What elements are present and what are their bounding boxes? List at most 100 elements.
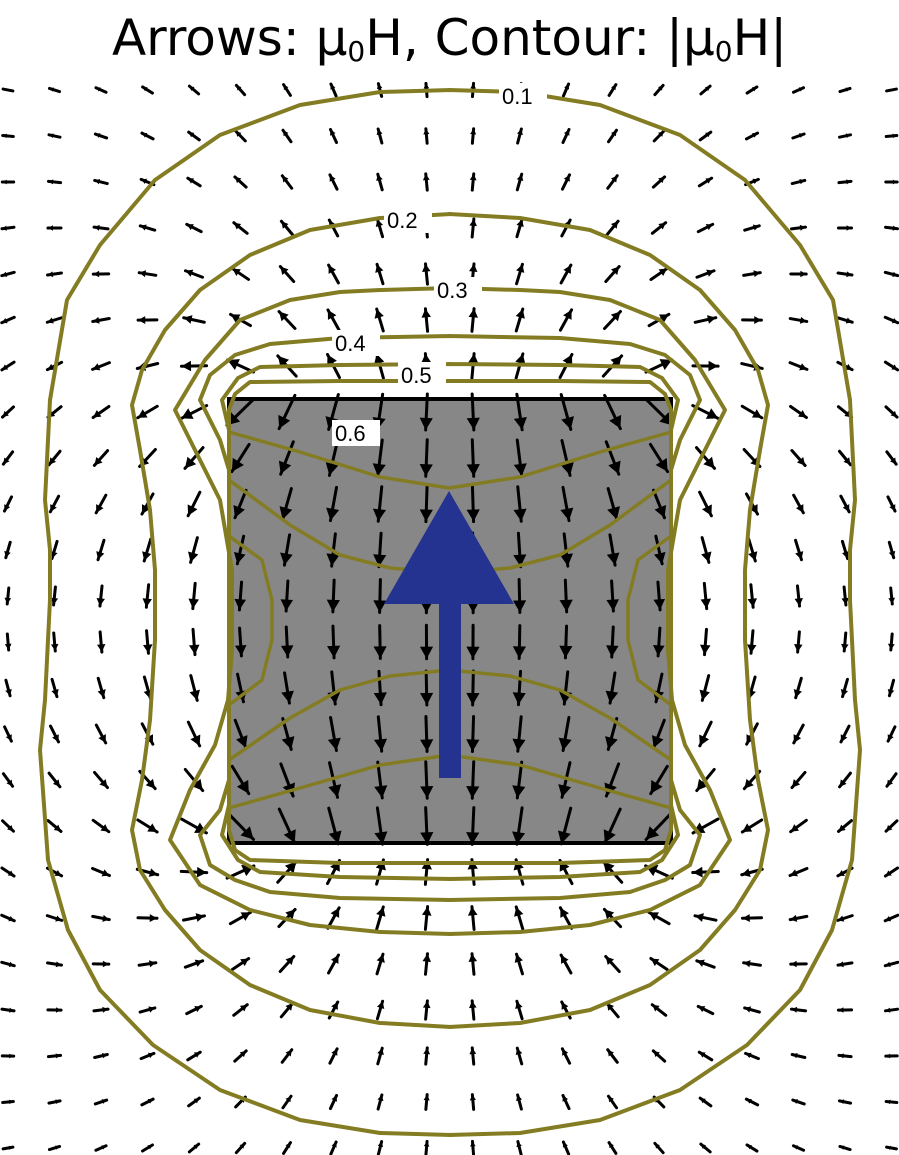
field-arrow-head: [838, 961, 844, 968]
field-arrow-head: [234, 176, 242, 184]
field-arrow-head: [51, 689, 59, 697]
contour-line: [198, 334, 702, 902]
field-arrow-head: [423, 1141, 430, 1147]
title-subscript-1: 0: [347, 35, 366, 68]
field-arrow-head: [327, 309, 337, 320]
field-arrow-head: [658, 268, 668, 277]
field-arrow-head: [49, 87, 54, 92]
field-arrow-head: [466, 692, 480, 705]
field-arrow-head: [55, 915, 62, 922]
field-arrow-head: [374, 353, 385, 365]
field-arrow-head: [743, 960, 751, 968]
field-arrow-head: [4, 550, 11, 558]
field-arrow-head: [559, 599, 573, 612]
field-arrow-head: [196, 866, 207, 878]
field-arrow-head: [374, 785, 388, 798]
field-arrow-head: [330, 129, 336, 136]
field-arrow-head: [886, 1099, 891, 1105]
field-arrow-head: [280, 599, 294, 611]
field-arrow-head: [185, 269, 194, 277]
field-arrow-head: [466, 785, 480, 799]
contour-label-background: [332, 420, 380, 446]
field-arrow-head: [700, 1144, 707, 1150]
field-arrow-head: [467, 906, 478, 916]
field-arrow-head: [96, 551, 105, 560]
field-arrow-head: [468, 953, 478, 962]
field-arrow-head: [189, 689, 200, 701]
field-arrow-head: [285, 1142, 291, 1149]
field-arrow-head: [515, 309, 525, 319]
field-arrow-head: [331, 1002, 338, 1010]
contour-label-background: [434, 277, 482, 303]
field-arrow-head: [94, 179, 101, 185]
field-arrow-head: [420, 832, 434, 845]
field-arrow-head: [331, 1095, 337, 1102]
contour-lines: [38, 88, 862, 1137]
field-arrow-head: [181, 408, 194, 419]
field-arrow-head: [376, 174, 383, 182]
field-arrow-head: [100, 824, 109, 832]
field-arrow-head: [230, 314, 241, 323]
field-arrow-head: [423, 1047, 431, 1055]
field-arrow-head: [513, 508, 527, 522]
field-arrow-head: [792, 1099, 798, 1104]
field-arrow-head: [699, 734, 710, 746]
field-arrow-head: [887, 688, 895, 696]
field-arrow-head: [658, 131, 664, 137]
field-arrow-head: [423, 1094, 430, 1101]
field-arrow-head: [885, 870, 892, 876]
field-arrow-head: [885, 1053, 891, 1059]
field-arrow-head: [141, 178, 148, 185]
field-arrow-head: [517, 128, 523, 136]
field-arrow-head: [188, 551, 199, 563]
field-arrow-head: [790, 960, 797, 968]
field-arrow-head: [231, 457, 244, 472]
field-arrow-head: [887, 643, 895, 651]
field-arrow-head: [329, 174, 336, 182]
field-arrow-head: [839, 1145, 845, 1150]
field-arrow-head: [793, 689, 802, 698]
field-arrow-head: [283, 829, 296, 843]
field-arrow-head: [280, 266, 289, 276]
field-arrow-head: [795, 504, 804, 513]
field-arrow-head: [792, 1052, 798, 1059]
field-arrow-head: [605, 956, 615, 966]
field-arrow-head: [193, 1098, 200, 1104]
field-arrow-head: [466, 646, 480, 659]
field-arrow-head: [142, 598, 152, 608]
field-arrow-head: [654, 505, 667, 518]
field-arrow-head: [842, 550, 850, 559]
field-arrow-head: [181, 360, 192, 372]
field-arrow-head: [696, 778, 708, 791]
field-arrow-head: [742, 914, 750, 923]
field-arrow-head: [560, 507, 574, 521]
field-arrow-head: [375, 264, 384, 273]
up-arrow-icon: [384, 491, 514, 778]
field-arrow-head: [516, 1141, 522, 1148]
field-arrow-head: [752, 224, 760, 231]
field-arrow-head: [791, 1006, 798, 1013]
field-arrow-head: [611, 84, 616, 91]
field-arrow-head: [611, 175, 618, 183]
field-arrow-head: [236, 735, 248, 748]
field-arrow-head: [326, 507, 340, 521]
contour-label: 0.5: [401, 363, 432, 388]
field-arrow-head: [279, 311, 289, 322]
field-arrow-head: [326, 599, 340, 612]
field-arrow-head: [145, 778, 156, 789]
field-arrow-head: [47, 363, 55, 370]
field-arrow-head: [240, 958, 249, 967]
field-arrow-head: [846, 225, 852, 231]
field-arrow-head: [102, 914, 110, 922]
field-arrow-head: [658, 176, 665, 184]
field-arrow-head: [188, 132, 195, 138]
field-arrow-head: [102, 1006, 109, 1013]
field-arrow-head: [646, 826, 660, 840]
field-arrow-head: [608, 460, 621, 475]
field-arrow-head: [466, 739, 480, 752]
field-arrow-head: [846, 271, 852, 278]
field-arrow-head: [54, 869, 62, 876]
field-arrow-head: [747, 598, 757, 608]
field-arrow-head: [148, 868, 158, 877]
